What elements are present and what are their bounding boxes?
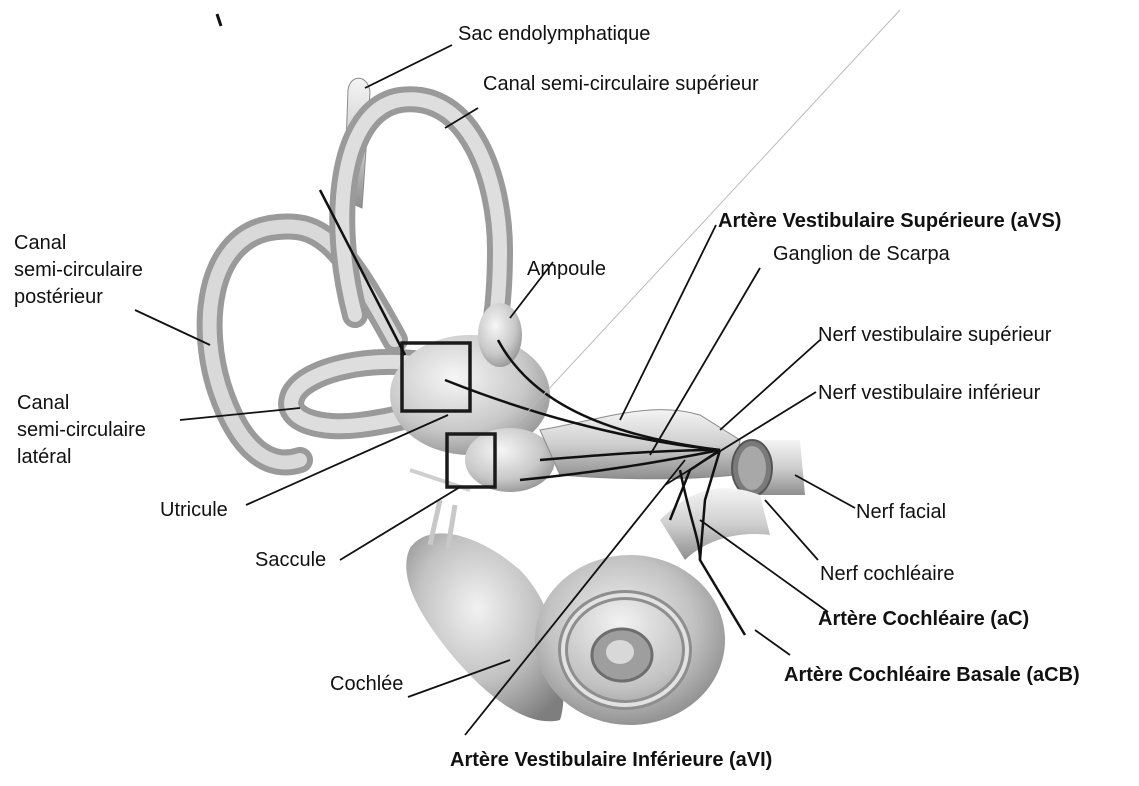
label-ac: Artère Cochléaire (aC): [818, 608, 1029, 631]
cochlear-nerve-tube: [660, 488, 770, 560]
label-canal-posterieur: Canal semi-circulaire postérieur: [14, 230, 143, 311]
label-cochlee: Cochlée: [330, 673, 403, 696]
label-sac-endolymphatique: Sac endolymphatique: [458, 23, 650, 46]
label-nerf-facial: Nerf facial: [856, 501, 946, 524]
vestibular-nerve: [540, 410, 740, 479]
label-nerf-vest-sup: Nerf vestibulaire supérieur: [818, 324, 1051, 347]
label-ampoule: Ampoule: [527, 258, 606, 281]
label-avs: Artère Vestibulaire Supérieure (aVS): [718, 210, 1061, 233]
label-acb: Artère Cochléaire Basale (aCB): [784, 664, 1080, 687]
label-nerf-vest-inf: Nerf vestibulaire inférieur: [818, 382, 1040, 405]
label-nerf-cochleaire: Nerf cochléaire: [820, 563, 955, 586]
label-canal-superieur: Canal semi-circulaire supérieur: [483, 73, 759, 96]
label-ganglion-scarpa: Ganglion de Scarpa: [773, 243, 950, 266]
ampulla: [478, 303, 522, 367]
label-saccule: Saccule: [255, 549, 326, 572]
label-avi: Artère Vestibulaire Inférieure (aVI): [450, 749, 772, 772]
label-canal-lateral: Canal semi-circulaire latéral: [17, 390, 146, 471]
label-utricule: Utricule: [160, 499, 228, 522]
stray-mark: [217, 14, 221, 26]
